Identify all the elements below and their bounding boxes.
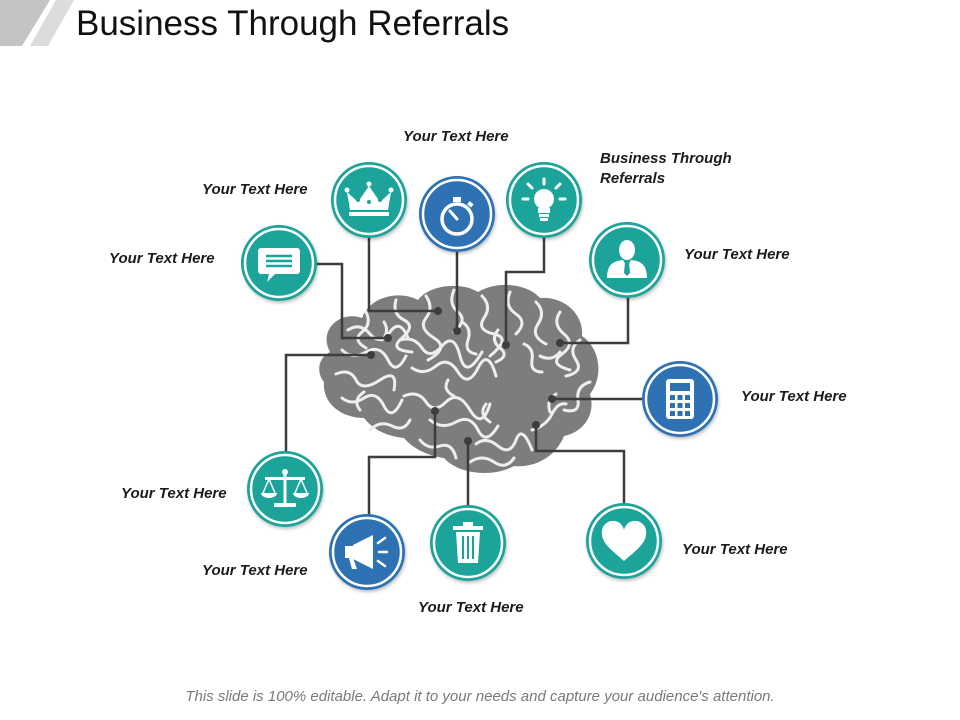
label-megaphone: Your Text Here	[202, 562, 308, 579]
label-crown: Your Text Here	[202, 181, 308, 198]
label-user: Your Text Here	[684, 246, 790, 263]
brain-illustration	[319, 284, 599, 473]
heart-icon	[601, 520, 647, 561]
connector-lines	[284, 236, 642, 516]
connector-bulb	[504, 236, 546, 345]
node-stopwatch	[419, 176, 495, 252]
chat-bubble-icon	[258, 248, 300, 282]
calculator-icon	[666, 379, 694, 419]
megaphone-icon	[345, 535, 389, 569]
scales-icon	[261, 469, 309, 507]
connector-crown	[367, 236, 438, 313]
light-bulb-icon	[521, 177, 567, 221]
label-chat: Your Text Here	[109, 250, 215, 267]
connector-heart	[534, 425, 626, 504]
trash-can-icon	[453, 522, 483, 563]
connector-chat	[316, 262, 388, 340]
connector-megaphone	[367, 411, 437, 516]
label-bulb: Business Through Referrals	[600, 150, 732, 187]
label-calculator: Your Text Here	[741, 388, 847, 405]
crown-icon	[344, 181, 394, 216]
connector-user	[560, 297, 630, 345]
corner-decoration	[0, 0, 74, 46]
label-heart: Your Text Here	[682, 541, 788, 558]
label-scales: Your Text Here	[121, 485, 227, 502]
slide-footer: This slide is 100% editable. Adapt it to…	[185, 688, 775, 705]
connector-dots	[367, 307, 564, 445]
label-stopwatch: Your Text Here	[403, 128, 509, 145]
label-trash: Your Text Here	[418, 599, 524, 616]
businessman-icon	[607, 240, 647, 278]
stopwatch-icon	[440, 197, 474, 236]
connector-scales	[284, 353, 371, 452]
slide-title: Business Through Referrals	[76, 4, 510, 43]
